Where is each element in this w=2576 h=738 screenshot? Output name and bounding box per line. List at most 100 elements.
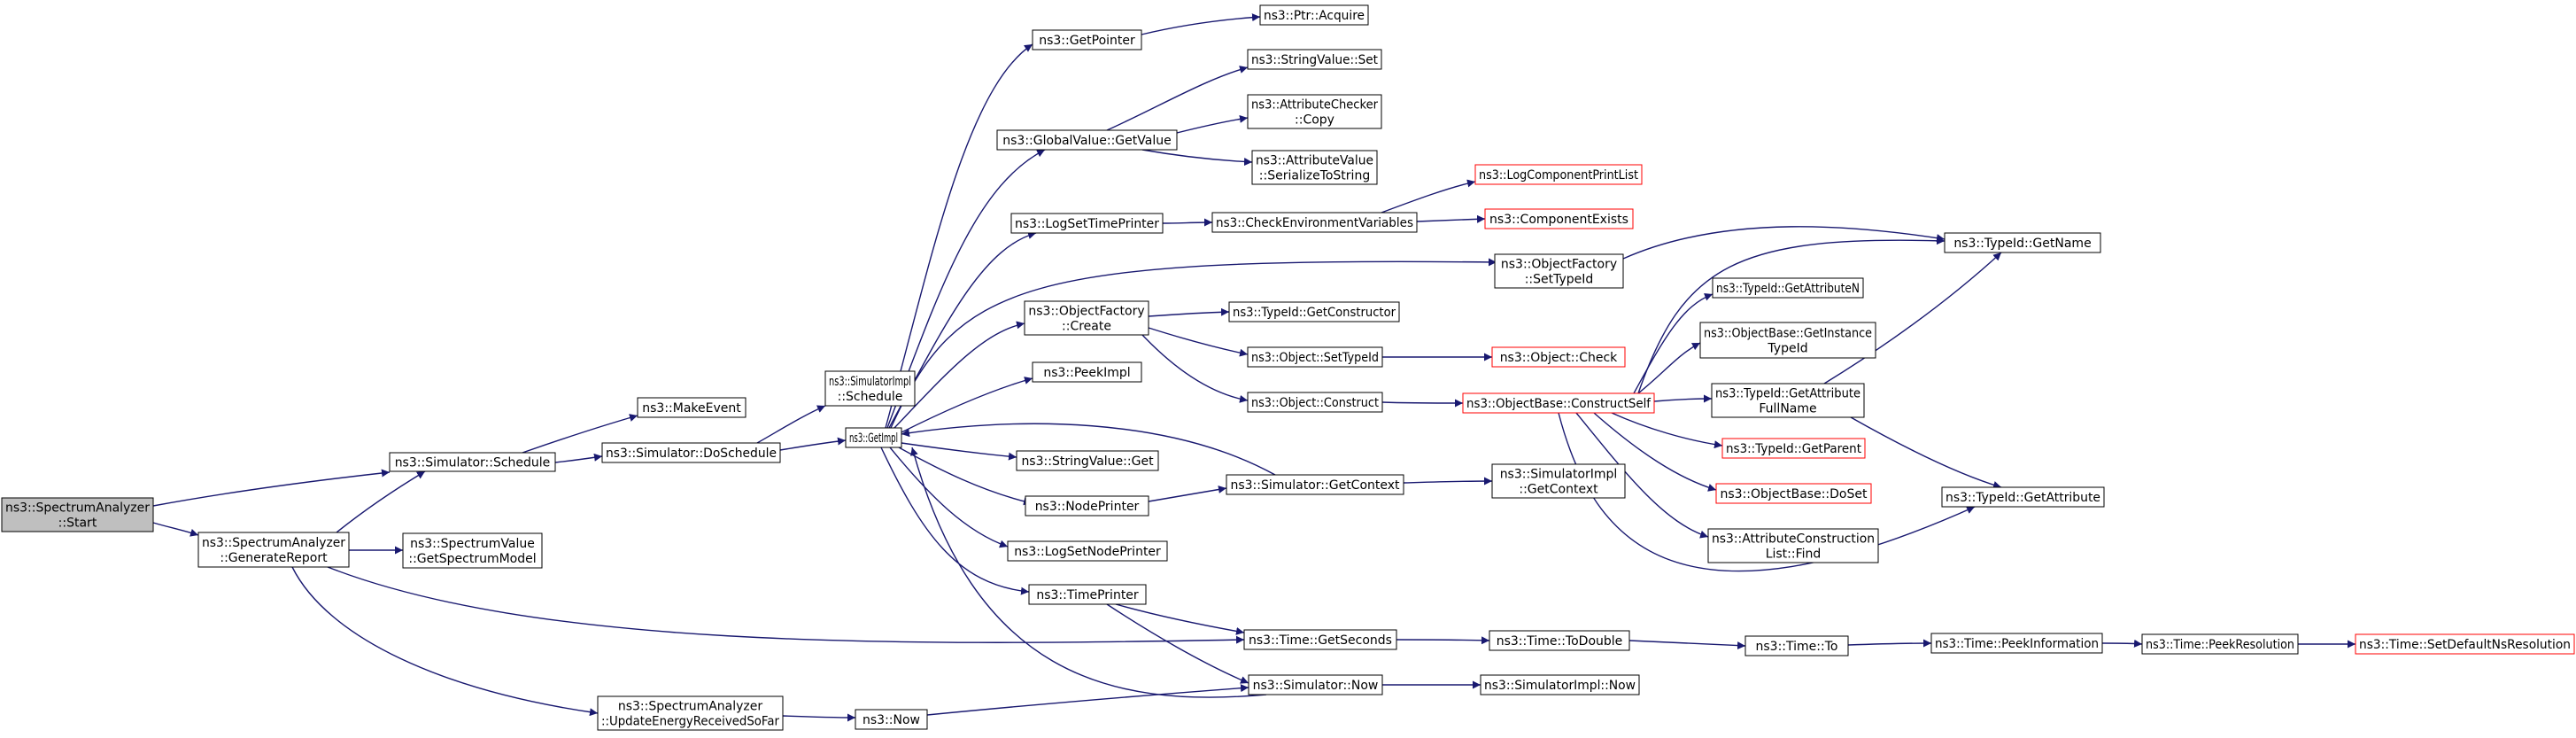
node-global-value-get-value[interactable]: ns3::GlobalValue::GetValue xyxy=(996,129,1178,151)
node-check-environment-variables[interactable]: ns3::CheckEnvironmentVariables xyxy=(1211,212,1418,233)
node-simulator-get-context[interactable]: ns3::Simulator::GetContext xyxy=(1226,474,1404,495)
call-edge-object-base-construct-self-to-object-base-get-instance-type-id xyxy=(1637,342,1701,394)
node-box-string-value-set xyxy=(1247,49,1382,70)
node-time-printer[interactable]: ns3::TimePrinter xyxy=(1028,584,1147,605)
node-box-peek-impl xyxy=(1032,361,1142,383)
node-label-make-event: ns3::MakeEvent xyxy=(642,401,741,416)
node-time-get-seconds[interactable]: ns3::Time::GetSeconds xyxy=(1243,629,1397,650)
node-simulator-schedule[interactable]: ns3::Simulator::Schedule xyxy=(389,452,556,472)
node-log-component-print-list[interactable]: ns3::LogComponentPrintList xyxy=(1474,164,1643,185)
node-object-factory-create[interactable]: ns3::ObjectFactory::Create xyxy=(1024,300,1149,336)
node-box-time-set-default-ns-resolution xyxy=(2355,633,2575,655)
node-type-id-get-parent[interactable]: ns3::TypeId::GetParent xyxy=(1721,438,1866,459)
node-label-ptr-acquire: ns3::Ptr::Acquire xyxy=(1264,9,1365,23)
node-label-simulator-impl-get-context: ::GetContext xyxy=(1519,483,1598,497)
node-box-check-environment-variables xyxy=(1211,212,1418,233)
node-box-simulator-do-schedule xyxy=(601,442,781,463)
node-simulator-impl-now[interactable]: ns3::SimulatorImpl::Now xyxy=(1480,674,1640,695)
node-simulator-do-schedule[interactable]: ns3::Simulator::DoSchedule xyxy=(601,442,781,463)
node-label-time-peek-resolution: ns3::Time::PeekResolution xyxy=(2146,638,2294,652)
node-get-pointer[interactable]: ns3::GetPointer xyxy=(1032,29,1142,50)
node-time-peek-resolution[interactable]: ns3::Time::PeekResolution xyxy=(2141,633,2299,655)
node-label-object-construct: ns3::Object::Construct xyxy=(1251,396,1379,410)
node-box-time-printer xyxy=(1028,584,1147,605)
node-time-to[interactable]: ns3::Time::To xyxy=(1744,635,1849,656)
node-object-factory-set-type-id[interactable]: ns3::ObjectFactory::SetTypeId xyxy=(1494,253,1624,289)
node-box-make-event xyxy=(637,397,746,418)
node-type-id-get-attribute[interactable]: ns3::TypeId::GetAttribute xyxy=(1941,486,2105,508)
node-label-string-value-set: ns3::StringValue::Set xyxy=(1251,53,1378,67)
node-object-check[interactable]: ns3::Object::Check xyxy=(1491,346,1626,368)
node-object-set-type-id[interactable]: ns3::Object::SetTypeId xyxy=(1247,346,1383,368)
node-simulator-impl-get-context[interactable]: ns3::SimulatorImpl::GetContext xyxy=(1491,463,1626,499)
node-box-type-id-get-constructor xyxy=(1228,301,1400,322)
node-log-set-node-printer[interactable]: ns3::LogSetNodePrinter xyxy=(1007,540,1168,562)
call-edge-simulator-schedule-to-make-event xyxy=(522,414,638,454)
call-edge-get-impl-to-node-printer xyxy=(898,447,1033,506)
node-ptr-acquire[interactable]: ns3::Ptr::Acquire xyxy=(1259,4,1369,26)
node-box-spectrum-analyzer-generate-report xyxy=(197,532,350,568)
node-ns3-now[interactable]: ns3::Now xyxy=(855,709,928,730)
node-box-object-check xyxy=(1491,346,1626,368)
node-box-object-set-type-id xyxy=(1247,346,1383,368)
node-label-time-get-seconds: ns3::Time::GetSeconds xyxy=(1249,633,1392,648)
node-simulator-impl-schedule[interactable]: ns3::SimulatorImpl::Schedule xyxy=(824,370,916,407)
node-type-id-get-constructor[interactable]: ns3::TypeId::GetConstructor xyxy=(1228,301,1400,322)
node-box-object-construct xyxy=(1247,392,1383,413)
node-box-log-component-print-list xyxy=(1474,164,1643,185)
node-label-component-exists: ns3::ComponentExists xyxy=(1489,213,1628,227)
node-time-to-double[interactable]: ns3::Time::ToDouble xyxy=(1489,630,1630,651)
node-simulator-now[interactable]: ns3::Simulator::Now xyxy=(1248,674,1383,695)
node-box-string-value-get xyxy=(1016,450,1159,471)
call-edge-spectrum-analyzer-generate-report-to-spectrum-analyzer-update-energy xyxy=(291,566,599,717)
node-label-spectrum-analyzer-update-energy: ::UpdateEnergyReceivedSoFar xyxy=(601,715,779,729)
call-edge-spectrum-analyzer-generate-report-to-time-get-seconds xyxy=(327,566,1245,644)
node-label-object-factory-set-type-id: ::SetTypeId xyxy=(1525,273,1594,287)
node-label-spectrum-analyzer-start: ns3::SpectrumAnalyzer xyxy=(5,501,150,516)
node-spectrum-value-get-spectrum-model[interactable]: ns3::SpectrumValue::GetSpectrumModel xyxy=(402,532,543,569)
node-string-value-set[interactable]: ns3::StringValue::Set xyxy=(1247,49,1382,70)
node-type-id-get-attribute-n[interactable]: ns3::TypeId::GetAttributeN xyxy=(1712,277,1864,299)
node-attribute-checker-copy[interactable]: ns3::AttributeChecker::Copy xyxy=(1247,94,1382,129)
node-type-id-get-name[interactable]: ns3::TypeId::GetName xyxy=(1944,232,2101,253)
node-node-printer[interactable]: ns3::NodePrinter xyxy=(1025,495,1149,517)
node-label-string-value-get: ns3::StringValue::Get xyxy=(1021,454,1154,469)
node-log-set-time-printer[interactable]: ns3::LogSetTimePrinter xyxy=(1010,213,1164,234)
node-make-event[interactable]: ns3::MakeEvent xyxy=(637,397,746,418)
node-spectrum-analyzer-update-energy[interactable]: ns3::SpectrumAnalyzer::UpdateEnergyRecei… xyxy=(597,695,784,731)
node-object-base-do-set[interactable]: ns3::ObjectBase::DoSet xyxy=(1715,483,1872,504)
node-peek-impl[interactable]: ns3::PeekImpl xyxy=(1032,361,1142,383)
call-edge-get-impl-to-log-set-node-printer xyxy=(889,447,1009,548)
node-box-simulator-now xyxy=(1248,674,1383,695)
node-component-exists[interactable]: ns3::ComponentExists xyxy=(1484,208,1634,229)
node-label-time-to-double: ns3::Time::ToDouble xyxy=(1497,634,1623,649)
node-label-peek-impl: ns3::PeekImpl xyxy=(1043,366,1130,380)
node-attribute-value-serialize[interactable]: ns3::AttributeValue::SerializeToString xyxy=(1251,150,1378,185)
node-box-simulator-impl-now xyxy=(1480,674,1640,695)
call-edge-object-factory-set-type-id-to-type-id-get-name xyxy=(1622,226,1946,260)
node-time-set-default-ns-resolution[interactable]: ns3::Time::SetDefaultNsResolution xyxy=(2355,633,2575,655)
node-spectrum-analyzer-generate-report[interactable]: ns3::SpectrumAnalyzer::GenerateReport xyxy=(197,532,350,568)
node-spectrum-analyzer-start[interactable]: ns3::SpectrumAnalyzer::Start xyxy=(1,497,154,532)
node-object-base-construct-self[interactable]: ns3::ObjectBase::ConstructSelf xyxy=(1462,392,1655,414)
node-box-type-id-get-attribute-full-name xyxy=(1711,383,1865,418)
node-time-peek-information[interactable]: ns3::Time::PeekInformation xyxy=(1930,633,2103,654)
node-label-attribute-checker-copy: ns3::AttributeChecker xyxy=(1251,98,1378,113)
node-label-object-base-do-set: ns3::ObjectBase::DoSet xyxy=(1721,487,1868,501)
node-label-object-factory-create: ::Create xyxy=(1062,320,1111,334)
node-box-simulator-impl-schedule xyxy=(824,370,916,407)
node-object-construct[interactable]: ns3::Object::Construct xyxy=(1247,392,1383,413)
node-label-simulator-impl-schedule: ns3::SimulatorImpl xyxy=(829,375,911,389)
node-get-impl[interactable]: ns3::GetImpl xyxy=(845,427,902,448)
node-string-value-get[interactable]: ns3::StringValue::Get xyxy=(1016,450,1159,471)
node-label-object-factory-create: ns3::ObjectFactory xyxy=(1028,305,1144,319)
node-label-time-to: ns3::Time::To xyxy=(1756,640,1838,654)
call-edge-log-set-time-printer-to-check-environment-variables xyxy=(1162,218,1213,227)
node-label-log-set-time-printer: ns3::LogSetTimePrinter xyxy=(1015,217,1159,231)
call-edge-get-impl-to-object-factory-set-type-id xyxy=(890,258,1497,429)
call-edge-object-factory-create-to-object-set-type-id xyxy=(1148,327,1249,357)
